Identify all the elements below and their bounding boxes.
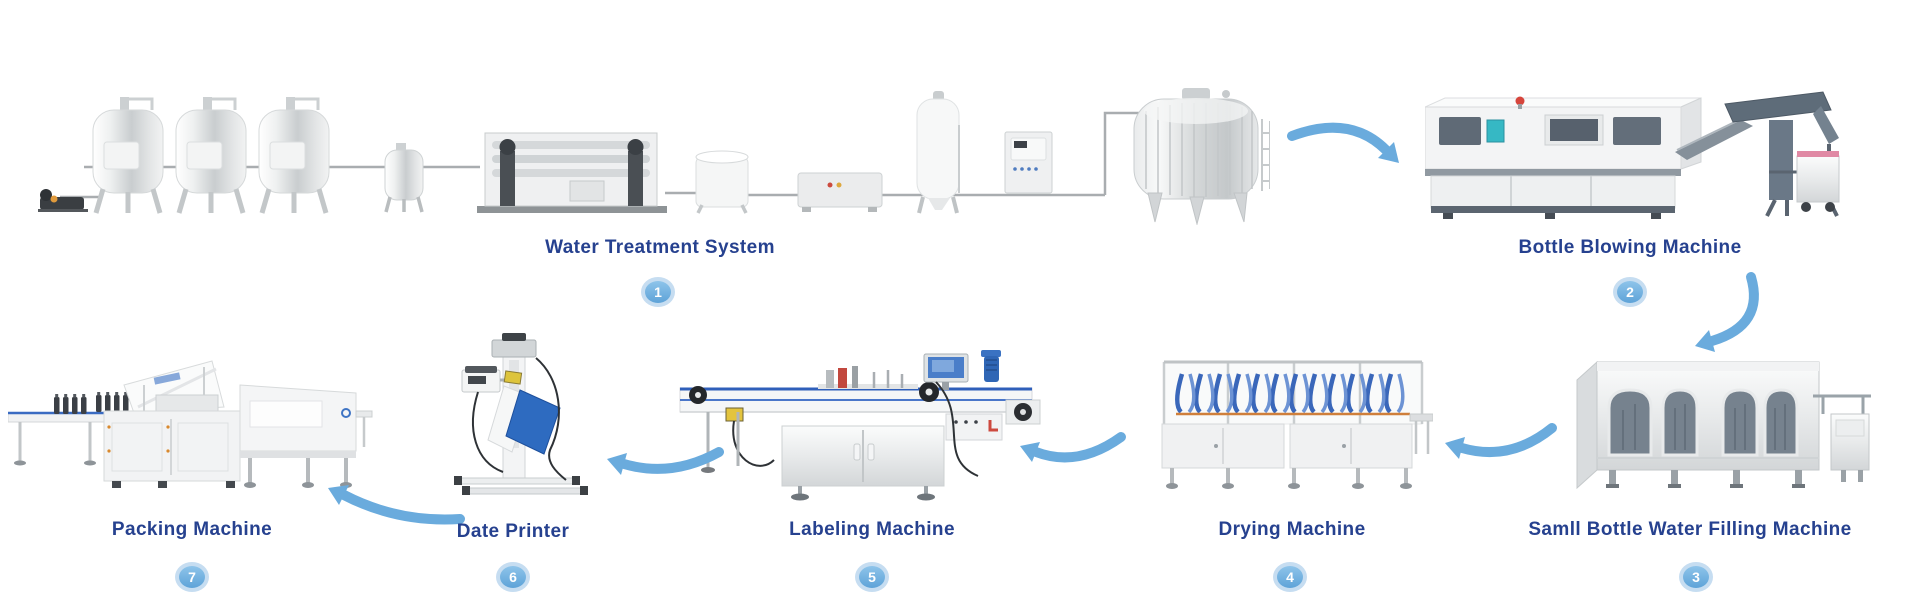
- station-badge-1: 1: [641, 277, 675, 307]
- drying-cabinets: [1161, 423, 1413, 489]
- drive-motor: [981, 350, 1001, 382]
- station-badge-5: 5: [855, 562, 889, 592]
- station-badge-3: 3: [1679, 562, 1713, 592]
- station-number-2: 2: [1617, 281, 1643, 303]
- wrapper-body: [103, 410, 241, 488]
- ozone-cabinet: [1004, 131, 1053, 194]
- control-monitor: [923, 353, 969, 390]
- station-label-packing: Packing Machine: [111, 519, 273, 540]
- station-label-filling: Samll Bottle Water Filling Machine: [1528, 519, 1852, 540]
- filter-tanks: [92, 97, 330, 214]
- filling-body: [1576, 360, 1820, 490]
- arrow-3-to-4-icon: [1445, 423, 1557, 459]
- top-components: [818, 366, 918, 389]
- tall-tank: [916, 91, 960, 214]
- station-number-6: 6: [500, 566, 526, 588]
- filling-cabinet-right: [1813, 394, 1871, 482]
- station-badge-2: 2: [1613, 277, 1647, 307]
- labeling-machine-illustration: [679, 350, 1041, 501]
- station-number-4: 4: [1277, 566, 1303, 588]
- station-badge-4: 4: [1273, 562, 1307, 592]
- packing-machine-illustration: [8, 360, 373, 488]
- station-number-7: 7: [179, 566, 205, 588]
- station-label-date-printer: Date Printer: [456, 521, 570, 542]
- collect-cart: [1796, 151, 1840, 212]
- bottle-group: [54, 392, 129, 414]
- raw-water-pump: [38, 189, 88, 212]
- film-canopy: [123, 360, 225, 414]
- date-printer-illustration: [454, 333, 588, 495]
- outfeed-table: [1409, 413, 1433, 454]
- station-label-bottle-blowing: Bottle Blowing Machine: [1518, 237, 1742, 258]
- infeed-conveyor: [8, 411, 105, 466]
- open-tank: [695, 150, 749, 214]
- bottle-blowing-illustration: [1425, 91, 1840, 219]
- base-cabinet: [781, 425, 945, 501]
- outfeed-conveyor: [1675, 117, 1753, 160]
- station-number-3: 3: [1683, 566, 1709, 588]
- printer-cables: [471, 357, 567, 481]
- marking-panel: [487, 370, 561, 455]
- air-knife-hoses: [1175, 373, 1410, 416]
- storage-tank-large: [1133, 88, 1270, 225]
- arrow-2-to-3-icon: [1695, 272, 1759, 352]
- station-badge-6: 6: [496, 562, 530, 592]
- shrink-tunnel: [239, 384, 373, 488]
- label-rolls: [689, 382, 939, 404]
- station-number-5: 5: [859, 566, 885, 588]
- rewinder-unit: [1005, 399, 1041, 425]
- buffer-tank-small: [384, 143, 424, 213]
- control-box: [945, 413, 1003, 441]
- uv-sterilizer: [797, 172, 883, 212]
- station-badge-7: 7: [175, 562, 209, 592]
- ro-unit: [477, 132, 667, 213]
- station-label-labeling: Labeling Machine: [789, 519, 955, 540]
- drying-machine-illustration: [1161, 360, 1433, 489]
- filling-machine-illustration: [1576, 360, 1871, 490]
- station-label-water-treatment: Water Treatment System: [545, 237, 775, 258]
- water-treatment-illustration: [38, 88, 1270, 225]
- blowing-main-cabinet: [1425, 96, 1702, 219]
- arrow-1-to-2-icon: [1287, 122, 1399, 163]
- station-label-drying: Drying Machine: [1218, 519, 1366, 540]
- laser-head: [461, 366, 506, 393]
- station-number-1: 1: [645, 281, 671, 303]
